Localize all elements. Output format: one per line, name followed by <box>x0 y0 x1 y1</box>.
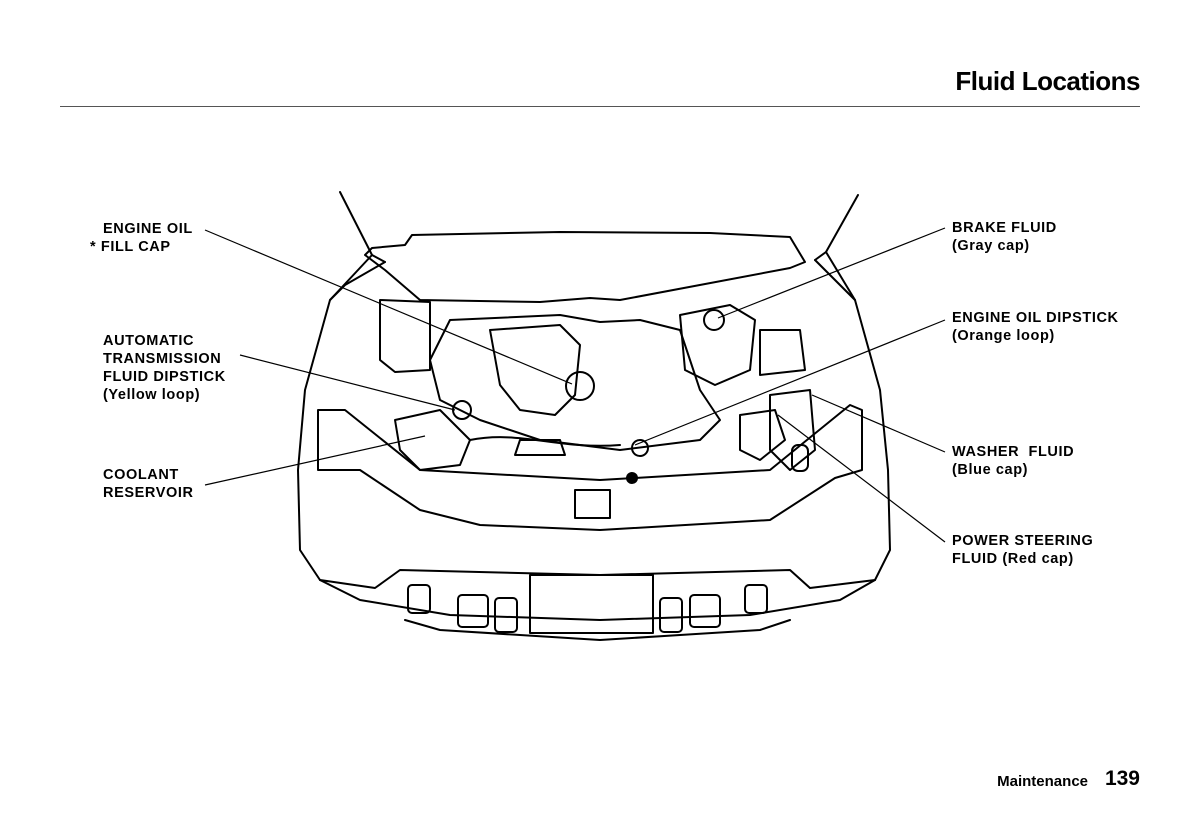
hood-left-edge <box>339 191 386 263</box>
leader-washer-fluid <box>811 394 946 453</box>
callout-text: AUTOMATIC <box>103 333 195 349</box>
callout-text: ENGINE OIL <box>103 221 193 237</box>
callout-text: (Yellow loop) <box>103 387 201 403</box>
leader-brake-fluid <box>717 227 946 319</box>
leader-engine-oil-dipstick <box>634 319 946 446</box>
bumper-lower <box>404 619 791 641</box>
callout-text: WASHER FLUID <box>952 444 1075 460</box>
callout-text: BRAKE FLUID <box>952 220 1057 236</box>
engine-block <box>429 314 721 451</box>
oil-fill-cap <box>565 371 595 401</box>
page-number: 139 <box>1104 767 1140 790</box>
callout-text: COOLANT <box>103 467 179 483</box>
bumper-vent-5 <box>689 594 721 628</box>
bumper-vent-1 <box>407 584 431 614</box>
callout-engine-oil-fill-cap: ENGINE OIL * FILL CAP <box>90 220 193 256</box>
callout-text: (Blue cap) <box>952 462 1029 478</box>
oil-dipstick-loop <box>631 439 649 457</box>
leader-atf-dipstick <box>239 354 456 411</box>
bumper-vent-4 <box>659 597 683 633</box>
callout-brake-fluid: BRAKE FLUID (Gray cap) <box>952 219 1057 255</box>
leader-coolant <box>204 435 426 486</box>
car-body-outline <box>297 251 891 621</box>
radiator-hose <box>469 436 621 447</box>
hood-underside <box>364 231 806 303</box>
callout-power-steering: POWER STEERING FLUID (Red cap) <box>952 532 1093 568</box>
washer-tank <box>769 389 816 471</box>
bumper-vent-2 <box>457 594 489 628</box>
intake-manifold <box>489 324 581 416</box>
fender-right <box>814 259 856 301</box>
bumper-vent-6 <box>744 584 768 614</box>
coolant-tank <box>394 409 471 471</box>
brake-reservoir-cap <box>703 309 725 331</box>
callout-engine-oil-dipstick: ENGINE OIL DIPSTICK (Orange loop) <box>952 309 1119 345</box>
fender-left <box>329 261 386 301</box>
license-plate <box>529 574 654 634</box>
leader-engine-oil-fill-cap <box>204 229 573 385</box>
front-bumper <box>319 569 876 589</box>
callout-text: RESERVOIR <box>103 485 194 501</box>
callout-washer-fluid: WASHER FLUID (Blue cap) <box>952 443 1074 479</box>
callout-coolant-reservoir: COOLANT RESERVOIR <box>103 466 194 502</box>
callout-text: TRANSMISSION <box>103 351 222 367</box>
footer-section-name: Maintenance <box>997 773 1088 790</box>
brake-master-cylinder <box>679 304 756 386</box>
leader-power-steering <box>777 414 946 543</box>
callout-text: (Orange loop) <box>952 328 1055 344</box>
power-steering-tank <box>739 409 786 461</box>
callout-atf-dipstick: AUTOMATIC TRANSMISSION FLUID DIPSTICK (Y… <box>103 332 226 404</box>
ps-cap <box>791 444 809 472</box>
callout-text: FLUID DIPSTICK <box>103 369 226 385</box>
callout-text: (Gray cap) <box>952 238 1030 254</box>
callout-text: FLUID (Red cap) <box>952 551 1074 567</box>
grille-badge <box>574 489 611 519</box>
hood-right-edge <box>814 194 859 261</box>
battery <box>379 299 431 373</box>
header-rule <box>60 106 1140 107</box>
radiator-cap <box>514 439 566 456</box>
callout-text: * FILL CAP <box>90 239 171 255</box>
air-box <box>759 329 806 376</box>
front-panel <box>317 404 863 531</box>
bumper-vent-3 <box>494 597 518 633</box>
callout-text: POWER STEERING <box>952 533 1094 549</box>
callout-text: ENGINE OIL DIPSTICK <box>952 310 1119 326</box>
page-title: Fluid Locations <box>955 66 1140 96</box>
